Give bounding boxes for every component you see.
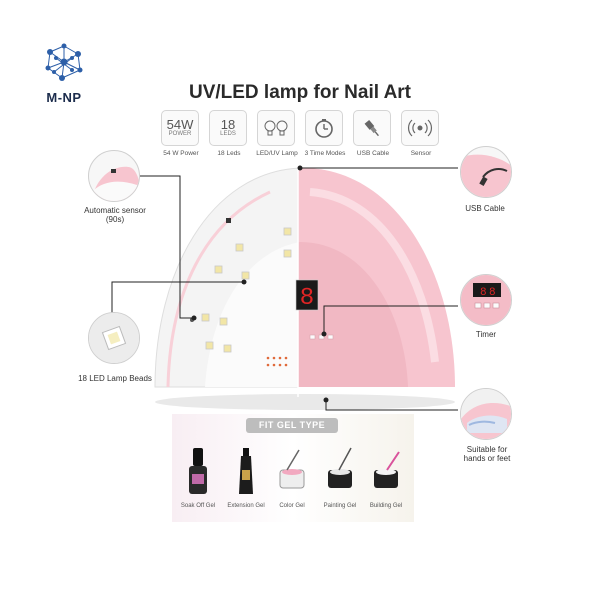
soak-off-gel-bottle-icon <box>189 448 207 494</box>
nail-lamp-image: 8 <box>154 167 455 410</box>
page-title: UV/LED lamp for Nail Art <box>188 82 412 103</box>
gel-name: Building Gel <box>369 503 403 509</box>
power-text-icon: 54W POWER <box>161 110 199 146</box>
sensor-icon <box>401 110 439 146</box>
timer-icon <box>305 110 343 146</box>
automatic-sensor-thumbnail <box>88 150 140 202</box>
gel-item-color: Color Gel <box>268 446 316 509</box>
network-globe-icon <box>45 43 83 81</box>
gel-type-title: FIT GEL TYPE <box>246 418 338 433</box>
timer-display-digit: 8 <box>300 285 314 312</box>
feature-caption: 18 Leds <box>217 150 241 157</box>
feature-lamp-type: LED/UV Lamp <box>256 110 298 157</box>
led-beads-label: 18 LED Lamp Beads <box>78 374 152 383</box>
extension-gel-tube-icon <box>239 448 253 494</box>
painting-gel-jar-icon <box>328 447 352 488</box>
leds-text-icon: 18 LEDS <box>209 110 247 146</box>
color-gel-jar-icon <box>279 449 305 489</box>
usb-icon <box>353 110 391 146</box>
feature-caption: Sensor <box>410 150 432 157</box>
brand-logo: M-NP <box>36 40 92 108</box>
svg-text:8: 8 <box>489 287 496 299</box>
gel-item-building: Building Gel <box>362 446 410 509</box>
svg-text:8: 8 <box>480 287 487 299</box>
usb-cable-thumbnail <box>460 146 512 198</box>
hands-feet-label: Suitable for hands or feet <box>463 445 511 463</box>
bulbs-icon <box>257 110 295 146</box>
automatic-sensor-label: Automatic sensor (90s) <box>84 206 146 224</box>
led-beads-thumbnail <box>88 312 140 364</box>
building-gel-jar-icon <box>374 451 400 488</box>
feature-caption: LED/UV Lamp <box>256 150 298 157</box>
feature-sensor: Sensor <box>401 110 441 157</box>
gel-name: Soak Off Gel <box>180 503 216 509</box>
gel-item-painting: Painting Gel <box>316 446 364 509</box>
usb-cable-label: USB Cable <box>465 204 505 213</box>
gel-name: Extension Gel <box>227 503 265 509</box>
feature-caption: 54 W Power <box>163 150 199 157</box>
feature-power: 54W POWER 54 W Power <box>161 110 201 157</box>
feature-row: 54W POWER 54 W Power 18 LEDS 18 Leds LED… <box>161 110 441 160</box>
gel-item-soak-off: Soak Off Gel <box>174 446 222 509</box>
timer-thumbnail: 8 8 <box>460 274 512 326</box>
hands-feet-thumbnail <box>460 388 512 440</box>
feature-timer: 3 Time Modes <box>305 110 345 157</box>
feature-leds: 18 LEDS 18 Leds <box>209 110 249 157</box>
feature-usb: USB Cable <box>353 110 393 157</box>
logo-text: M-NP <box>46 90 82 105</box>
gel-item-extension: Extension Gel <box>222 446 270 509</box>
timer-label: Timer <box>475 330 497 339</box>
gel-name: Color Gel <box>279 503 305 509</box>
gel-name: Painting Gel <box>323 503 357 509</box>
feature-caption: 3 Time Modes <box>304 150 346 157</box>
feature-caption: USB Cable <box>356 150 390 157</box>
